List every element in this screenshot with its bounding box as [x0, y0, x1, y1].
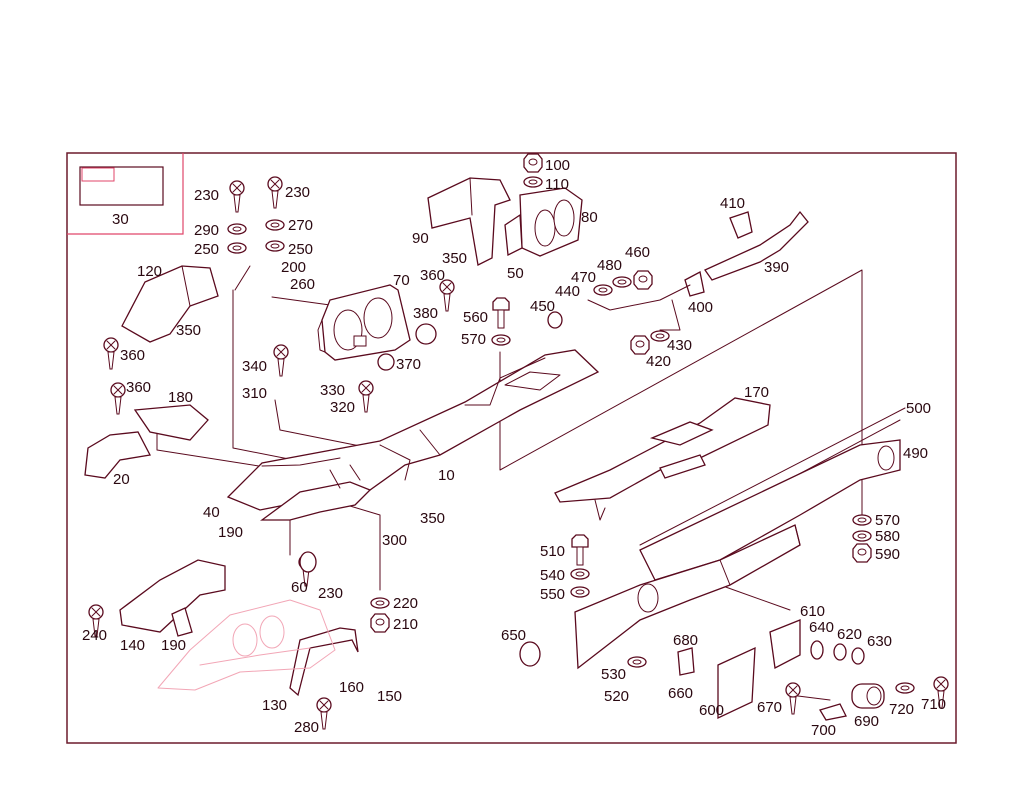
callout-710: 710 — [921, 696, 946, 713]
callout-190: 190 — [161, 637, 186, 654]
instrument-cover — [427, 177, 583, 266]
callout-600: 600 — [699, 702, 724, 719]
callout-210: 210 — [393, 616, 418, 633]
callout-580: 580 — [875, 528, 900, 545]
callout-240: 240 — [82, 627, 107, 644]
callout-590: 590 — [875, 546, 900, 563]
callout-70: 70 — [393, 272, 410, 289]
callout-490: 490 — [903, 445, 928, 462]
callout-200: 200 — [281, 259, 306, 276]
callout-310: 310 — [242, 385, 267, 402]
callout-350: 350 — [442, 250, 467, 267]
dashboard-carrier — [226, 349, 600, 521]
support-rails — [587, 210, 809, 311]
callout-320: 320 — [330, 399, 355, 416]
callout-300: 300 — [382, 532, 407, 549]
callout-670: 670 — [757, 699, 782, 716]
callout-230: 230 — [194, 187, 219, 204]
callout-100: 100 — [545, 157, 570, 174]
callout-720: 720 — [889, 701, 914, 718]
callout-680: 680 — [673, 632, 698, 649]
callout-650: 650 — [501, 627, 526, 644]
lower-panel — [574, 407, 906, 670]
callout-410: 410 — [720, 195, 745, 212]
diagram-frame — [66, 152, 957, 744]
upper-trim-panel — [554, 397, 771, 521]
callout-280: 280 — [294, 719, 319, 736]
callout-560: 560 — [463, 309, 488, 326]
callout-460: 460 — [625, 244, 650, 261]
callout-480: 480 — [597, 257, 622, 274]
callout-230: 230 — [285, 184, 310, 201]
callout-340: 340 — [242, 358, 267, 375]
callout-270: 270 — [288, 217, 313, 234]
callout-510: 510 — [540, 543, 565, 560]
callout-360: 360 — [420, 267, 445, 284]
callout-350: 350 — [420, 510, 445, 527]
callout-420: 420 — [646, 353, 671, 370]
callout-470: 470 — [571, 269, 596, 286]
callout-380: 380 — [413, 305, 438, 322]
callout-360: 360 — [120, 347, 145, 364]
callout-260: 260 — [290, 276, 315, 293]
left-trim-pieces — [84, 265, 219, 479]
callout-400: 400 — [688, 299, 713, 316]
callout-610: 610 — [800, 603, 825, 620]
callout-550: 550 — [540, 586, 565, 603]
callout-90: 90 — [412, 230, 429, 247]
callout-450: 450 — [530, 298, 555, 315]
callout-160: 160 — [339, 679, 364, 696]
callout-140: 140 — [120, 637, 145, 654]
callout-370: 370 — [396, 356, 421, 373]
callout-430: 430 — [667, 337, 692, 354]
ghost-dashboard — [157, 599, 336, 691]
callout-700: 700 — [811, 722, 836, 739]
callout-290: 290 — [194, 222, 219, 239]
callout-660: 660 — [668, 685, 693, 702]
callout-20: 20 — [113, 471, 130, 488]
callout-150: 150 — [377, 688, 402, 705]
callout-570: 570 — [461, 331, 486, 348]
callout-350: 350 — [176, 322, 201, 339]
callout-130: 130 — [262, 697, 287, 714]
callout-520: 520 — [604, 688, 629, 705]
callout-570: 570 — [875, 512, 900, 529]
callout-40: 40 — [203, 504, 220, 521]
callout-230: 230 — [318, 585, 343, 602]
callout-390: 390 — [764, 259, 789, 276]
callout-80: 80 — [581, 209, 598, 226]
callout-690: 690 — [854, 713, 879, 730]
gauge-housing — [317, 284, 411, 361]
inset-highlight — [81, 167, 115, 182]
callout-250: 250 — [194, 241, 219, 258]
callout-630: 630 — [867, 633, 892, 650]
callout-360: 360 — [126, 379, 151, 396]
callout-170: 170 — [744, 384, 769, 401]
callout-220: 220 — [393, 595, 418, 612]
switch-parts — [519, 619, 885, 721]
callout-10: 10 — [438, 467, 455, 484]
inset-label: 30 — [112, 211, 129, 228]
callout-50: 50 — [507, 265, 524, 282]
callout-110: 110 — [545, 176, 569, 193]
callout-330: 330 — [320, 382, 345, 399]
callout-530: 530 — [601, 666, 626, 683]
callout-250: 250 — [288, 241, 313, 258]
callout-440: 440 — [555, 283, 580, 300]
callout-120: 120 — [137, 263, 162, 280]
callout-540: 540 — [540, 567, 565, 584]
fasteners — [88, 153, 949, 730]
callout-620: 620 — [837, 626, 862, 643]
callout-180: 180 — [168, 389, 193, 406]
lower-brackets — [119, 559, 359, 697]
callout-60: 60 — [291, 579, 308, 596]
callout-500: 500 — [906, 400, 931, 417]
callout-640: 640 — [809, 619, 834, 636]
inset-box — [67, 153, 184, 235]
callout-190: 190 — [218, 524, 243, 541]
